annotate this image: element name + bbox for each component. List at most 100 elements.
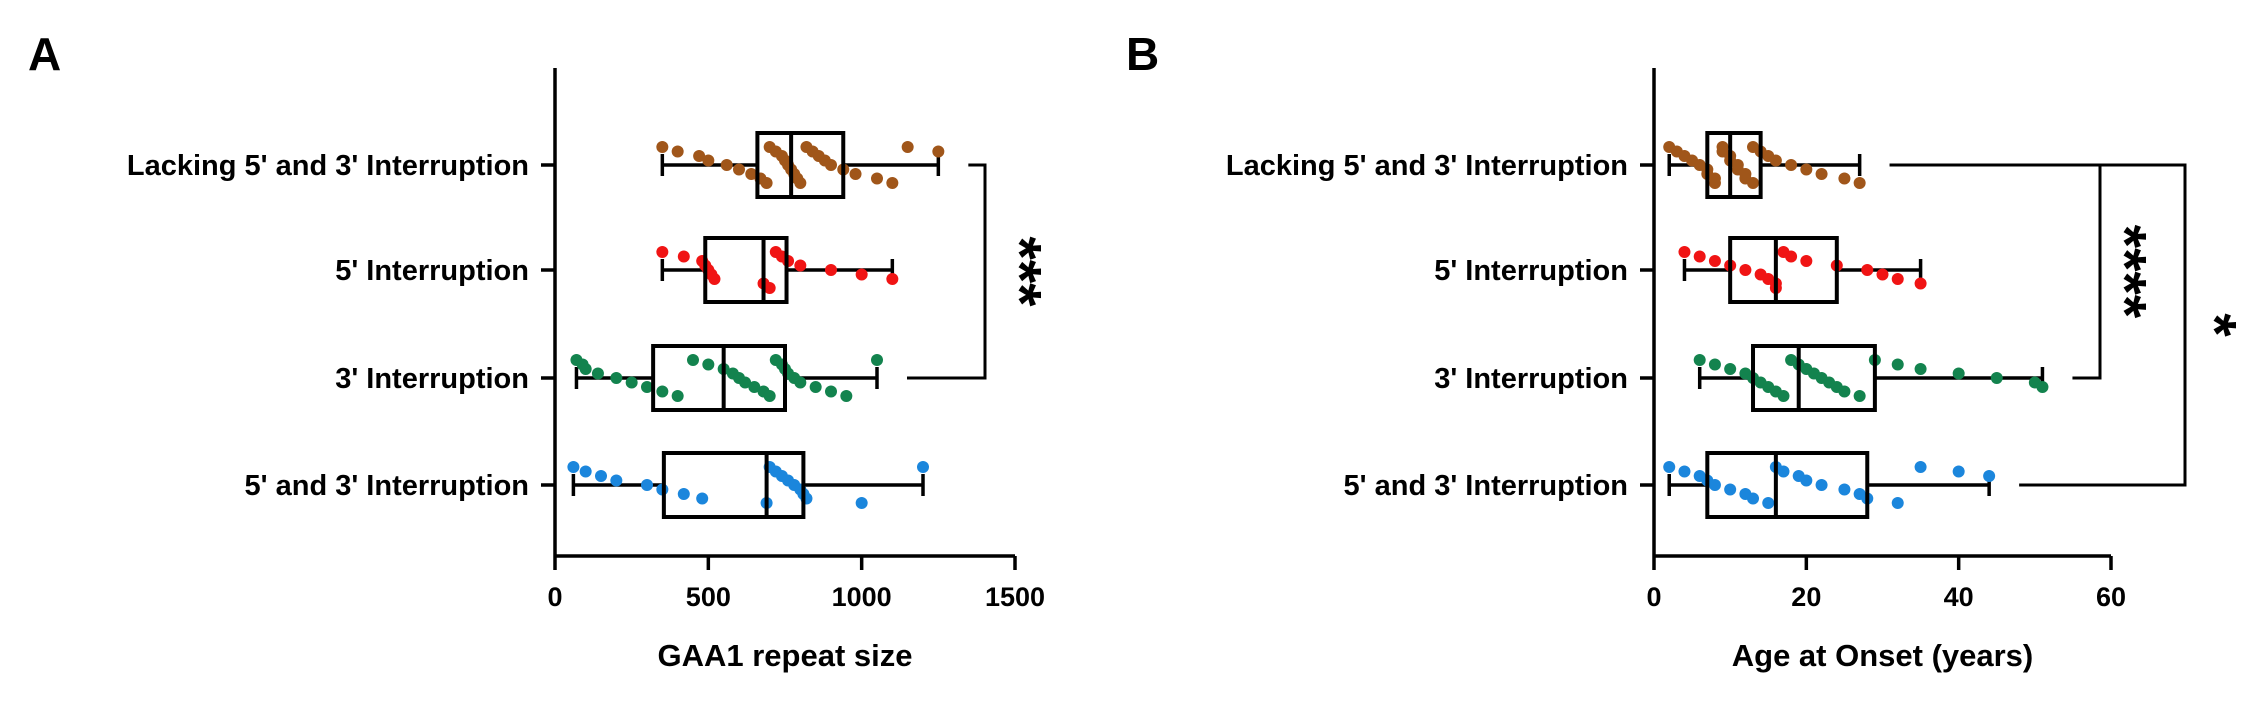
data-point (932, 145, 945, 158)
category-label-3-interruption: 3' Interruption (335, 363, 529, 395)
data-point (1838, 483, 1851, 496)
significance-stars: *** (987, 236, 1054, 307)
significance-bracket (907, 163, 987, 380)
data-point (1739, 264, 1752, 276)
data-point (1777, 465, 1790, 478)
x-tick-label: 0 (1646, 582, 1661, 612)
box-iqr (1705, 451, 1870, 519)
data-point (1693, 354, 1706, 366)
data-point (656, 246, 669, 258)
data-point (739, 376, 752, 389)
data-point (855, 268, 868, 281)
data-point (2036, 381, 2049, 393)
data-point (625, 376, 638, 389)
data-point (693, 150, 706, 162)
data-point (696, 492, 709, 505)
data-point (1914, 277, 1927, 290)
data-point (1815, 479, 1828, 491)
data-point (901, 141, 914, 153)
data-point (849, 168, 862, 180)
data-point (809, 381, 822, 393)
box-group-3-interruption (570, 344, 883, 412)
data-point (1838, 385, 1851, 398)
data-point (1952, 367, 1965, 380)
data-point (1861, 264, 1874, 276)
data-point (871, 172, 883, 185)
x-tick-label: 0 (547, 582, 562, 612)
data-point (1914, 363, 1927, 375)
data-point (708, 273, 721, 285)
data-point (1678, 465, 1691, 478)
box-group-lacking-5-and-3-interruption (656, 131, 945, 199)
category-label-lacking-5-and-3-interruption: Lacking 5' and 3' Interruption (1226, 150, 1628, 182)
data-point (677, 250, 690, 263)
category-label-5-interruption: 5' Interruption (335, 255, 529, 287)
x-tick-label: 500 (686, 582, 731, 612)
data-point (1708, 177, 1721, 189)
x-tick-label: 60 (2096, 582, 2126, 612)
data-point (1853, 177, 1866, 189)
box-iqr (755, 131, 846, 199)
category-label-3-interruption: 3' Interruption (1434, 363, 1628, 395)
data-point (1983, 470, 1996, 482)
data-point (886, 273, 899, 285)
box-iqr (661, 451, 806, 519)
x-tick-label: 40 (1944, 582, 1974, 612)
data-point (1891, 358, 1904, 371)
data-point (1708, 255, 1721, 267)
data-point (1800, 474, 1813, 487)
data-point (671, 390, 684, 402)
box-iqr (1751, 344, 1877, 412)
data-point (825, 264, 837, 276)
data-point (1876, 268, 1889, 281)
data-point (656, 385, 669, 398)
data-point (760, 177, 773, 189)
data-point (702, 358, 715, 371)
data-point (855, 497, 868, 509)
data-point (1708, 358, 1721, 371)
x-axis-title: GAA1 repeat size (658, 638, 913, 673)
data-point (641, 479, 653, 491)
significance-stars: **** (2092, 225, 2159, 319)
data-point (591, 367, 604, 380)
data-point (1785, 159, 1798, 171)
box-group-5-interruption (1678, 236, 1927, 304)
data-point (794, 376, 807, 389)
data-point (1891, 273, 1904, 285)
data-point (886, 177, 899, 189)
data-point (1747, 177, 1760, 189)
data-point (1747, 492, 1760, 505)
significance-stars: * (2182, 313, 2246, 337)
data-point (1693, 250, 1706, 263)
data-point (671, 145, 684, 158)
data-point (1762, 497, 1775, 509)
data-point (567, 461, 580, 473)
data-point (702, 154, 715, 167)
data-point (610, 372, 623, 384)
category-label-5-interruption: 5' Interruption (1434, 255, 1628, 287)
data-point (825, 159, 837, 171)
data-point (794, 177, 807, 189)
significance-bracket (1889, 163, 2187, 487)
data-point (656, 141, 669, 153)
data-point (1853, 390, 1866, 402)
box-iqr (703, 236, 789, 304)
data-point (1785, 250, 1798, 263)
data-point (1800, 163, 1813, 176)
box-group-5-and-3-interruption (1663, 451, 1996, 519)
data-point (1891, 497, 1904, 509)
data-point (917, 461, 929, 473)
data-point (720, 159, 733, 171)
data-point (1678, 246, 1691, 258)
data-point (1815, 168, 1828, 180)
x-tick-label: 20 (1791, 582, 1821, 612)
data-point (1708, 479, 1721, 491)
data-point (840, 390, 853, 402)
panel-label-b: B (1126, 28, 1159, 80)
data-point (1800, 255, 1813, 267)
x-tick-label: 1500 (985, 582, 1045, 612)
data-point (1769, 154, 1782, 167)
